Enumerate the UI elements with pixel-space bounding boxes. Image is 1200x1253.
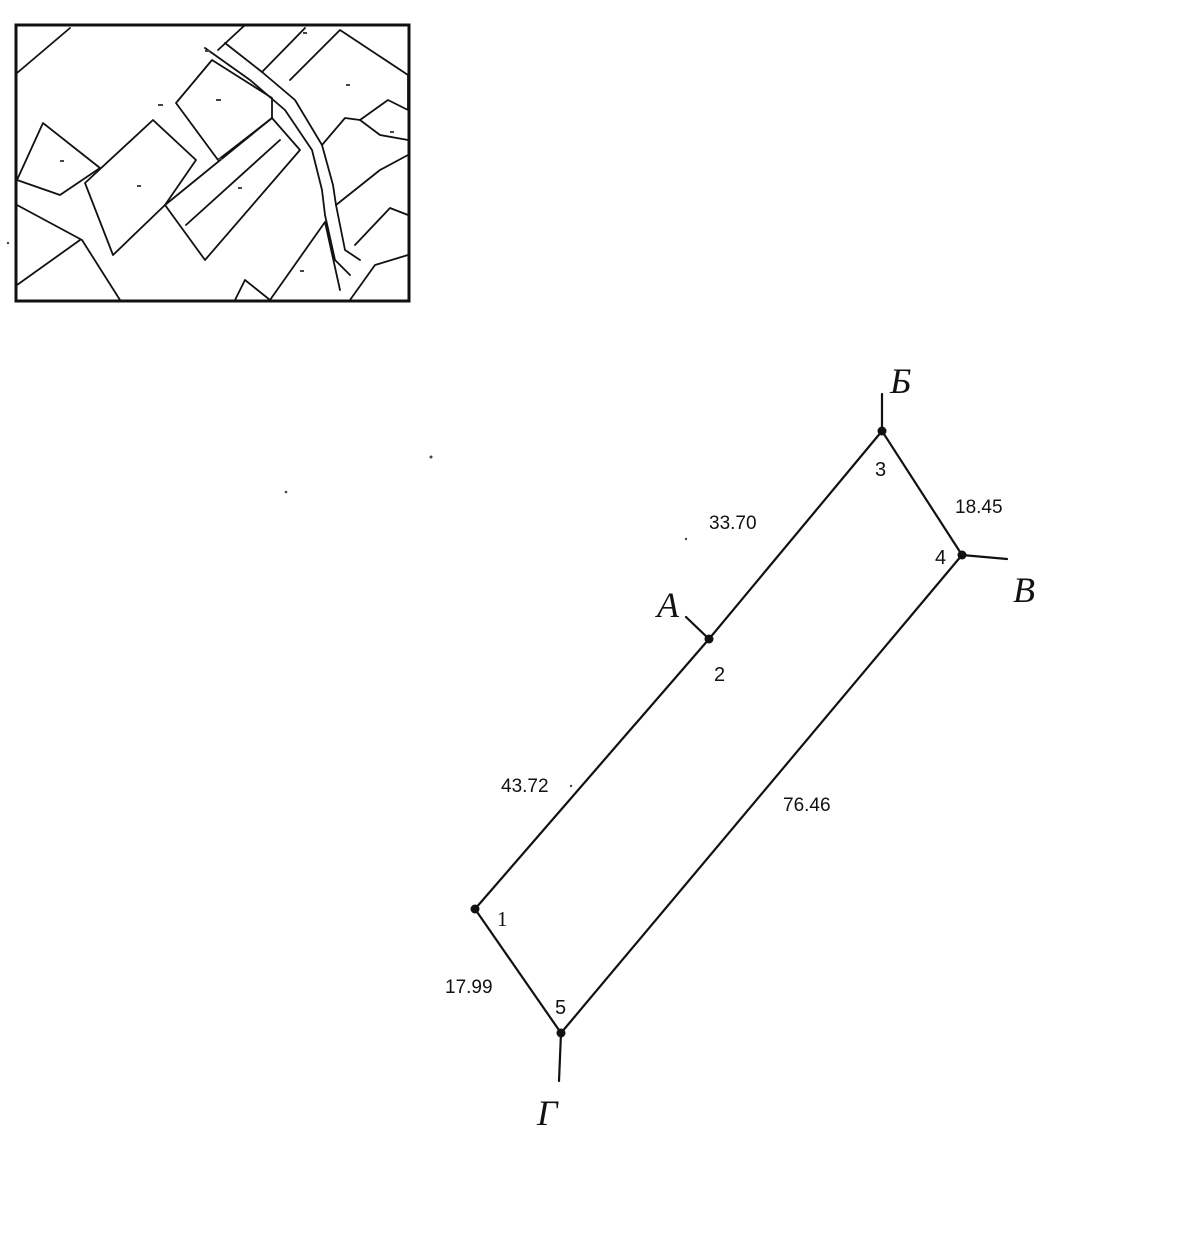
segment-length-2-3: 33.70 [709,513,757,534]
turning-point-4 [957,550,967,560]
turning-point-1 [470,904,480,914]
scan-speck [569,784,573,788]
overview-parcel-lines [16,24,409,301]
segment-length-4-5: 76.46 [783,795,831,816]
scan-speck [6,241,10,245]
point-label-5: 5 [555,997,566,1019]
overview-parcel-marks [60,32,394,272]
point-label-1: 1 [497,907,508,931]
turning-point-5 [556,1028,566,1038]
parcel-plan: 1 2 3 4 5 43.72 33.70 18.45 76.46 17.99 … [445,361,1035,1133]
segment-length-3-4: 18.45 [955,497,1003,518]
point-label-3: 3 [875,459,886,481]
neighbor-boundary-g [557,1031,563,1083]
segment-length-5-1: 17.99 [445,977,493,998]
neighbor-label-a: А [655,585,680,625]
turning-point-2 [704,634,714,644]
point-label-2: 2 [714,664,725,686]
neighbor-label-g: Г [536,1093,559,1133]
point-label-4: 4 [935,547,946,569]
location-overview-map [14,23,411,303]
scan-speck [284,490,288,494]
scan-speck [429,455,433,459]
neighbor-boundary-v [960,553,1009,561]
neighbor-label-v: В [1013,570,1035,610]
overview-map-frame [14,23,411,303]
segment-length-1-2: 43.72 [501,776,549,797]
neighbor-label-b: Б [889,361,911,401]
neighbor-boundary-a [684,615,711,641]
turning-point-3 [877,426,887,436]
parcel-boundary [473,429,964,1035]
scan-speck [684,537,688,541]
